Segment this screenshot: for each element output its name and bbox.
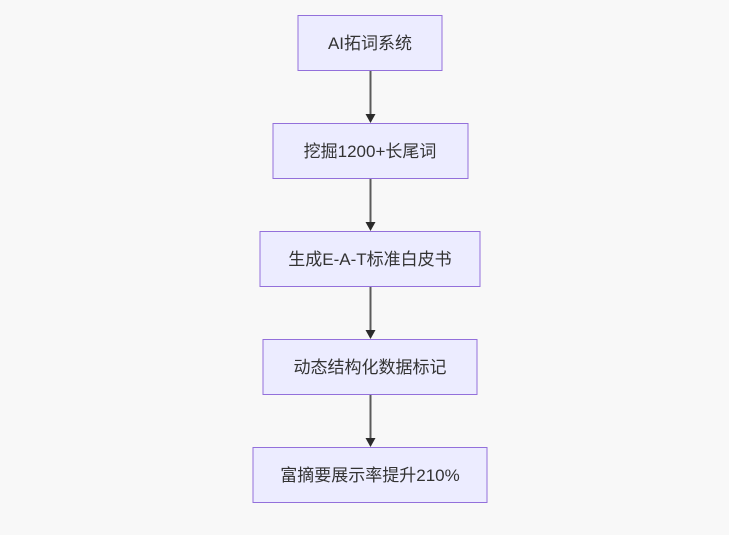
flow-arrow-1 xyxy=(365,71,375,123)
flow-node-longtail-mining: 挖掘1200+长尾词 xyxy=(272,123,468,179)
arrow-line xyxy=(369,287,371,330)
flow-arrow-2 xyxy=(365,179,375,231)
flow-node-label: 动态结构化数据标记 xyxy=(293,357,447,377)
flowchart-column: AI拓词系统 挖掘1200+长尾词 生成E-A-T标准白皮书 动态结构化数据标记 xyxy=(252,15,488,503)
flow-node-label: 挖掘1200+长尾词 xyxy=(303,141,437,161)
flow-arrow-3 xyxy=(365,287,375,339)
flow-node-label: AI拓词系统 xyxy=(327,33,413,53)
arrow-down-icon xyxy=(365,330,375,339)
arrow-down-icon xyxy=(365,222,375,231)
arrow-line xyxy=(369,71,371,114)
flow-node-ai-keyword-system: AI拓词系统 xyxy=(297,15,443,71)
arrow-down-icon xyxy=(365,438,375,447)
flow-node-rich-snippet-result: 富摘要展示率提升210% xyxy=(252,447,488,503)
arrow-down-icon xyxy=(365,114,375,123)
flow-node-label: 富摘要展示率提升210% xyxy=(280,465,460,485)
flow-node-structured-data-markup: 动态结构化数据标记 xyxy=(262,339,478,395)
arrow-line xyxy=(369,395,371,438)
flow-arrow-4 xyxy=(365,395,375,447)
flow-node-label: 生成E-A-T标准白皮书 xyxy=(288,249,452,269)
arrow-line xyxy=(369,179,371,222)
flow-node-eat-whitepaper: 生成E-A-T标准白皮书 xyxy=(259,231,481,287)
